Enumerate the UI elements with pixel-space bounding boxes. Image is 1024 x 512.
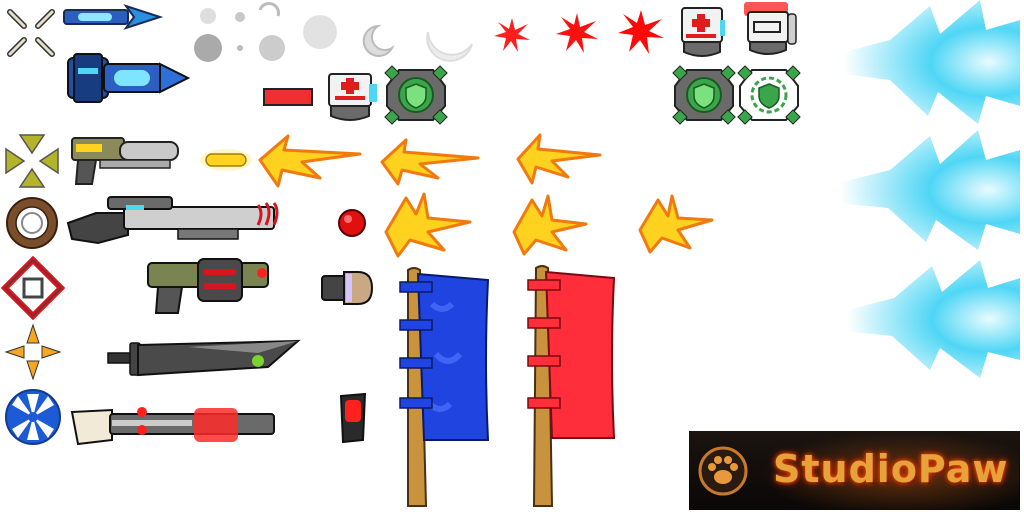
medkit-icon <box>327 72 381 124</box>
fire-burst-sprite <box>638 194 714 254</box>
ice-arrow-projectile <box>63 4 164 30</box>
crosshair-plus-icon <box>4 133 60 189</box>
green-rocket-launcher-weapon <box>142 257 274 315</box>
fire-burst-sprite <box>258 132 362 188</box>
fire-burst-sprite <box>516 133 602 185</box>
rocket-shell-projectile <box>320 268 376 308</box>
energy-blast-sprite <box>814 258 1022 380</box>
plasma-cannon-weapon <box>64 50 192 106</box>
red-team-flag <box>524 262 620 508</box>
yellow-energy-bolt <box>198 147 254 173</box>
shield-pickup-icon <box>672 65 736 125</box>
fire-burst-sprite <box>384 192 472 258</box>
red-shell-projectile <box>338 392 368 444</box>
shield-pickup-white-icon <box>737 65 801 125</box>
red-spark-impact-medium <box>556 13 598 53</box>
yellow-blaster-weapon <box>70 134 182 188</box>
sniper-rifle-weapon <box>66 195 294 247</box>
medkit-red-glow-icon <box>742 2 800 60</box>
logo-glow <box>759 431 1019 510</box>
red-spark-impact-small <box>494 18 530 52</box>
medkit-icon <box>680 6 726 58</box>
blade-sword-weapon <box>107 337 302 381</box>
diamond-target-icon <box>0 255 66 321</box>
red-spark-impact-large <box>618 10 664 54</box>
shield-pickup-icon <box>384 65 448 125</box>
red-laser-bolt <box>263 88 313 106</box>
studiopaw-logo: StudioPaw <box>689 431 1020 510</box>
smoke-puff-sprites <box>190 2 480 64</box>
red-laser-rifle-weapon <box>70 400 278 450</box>
blue-team-flag <box>396 264 492 508</box>
crosshair-x-icon <box>4 6 58 60</box>
red-orb-bullet <box>336 207 368 239</box>
energy-blast-sprite <box>810 0 1022 126</box>
arrow-crosshair-icon <box>4 323 62 381</box>
energy-blast-sprite <box>806 128 1022 254</box>
fire-burst-sprite <box>380 136 480 186</box>
brand-text: StudioPaw <box>773 447 1009 491</box>
fire-burst-sprite <box>512 194 588 256</box>
ring-target-icon <box>5 196 59 250</box>
paw-logo-icon <box>697 445 749 497</box>
snowflake-target-icon <box>4 388 62 446</box>
